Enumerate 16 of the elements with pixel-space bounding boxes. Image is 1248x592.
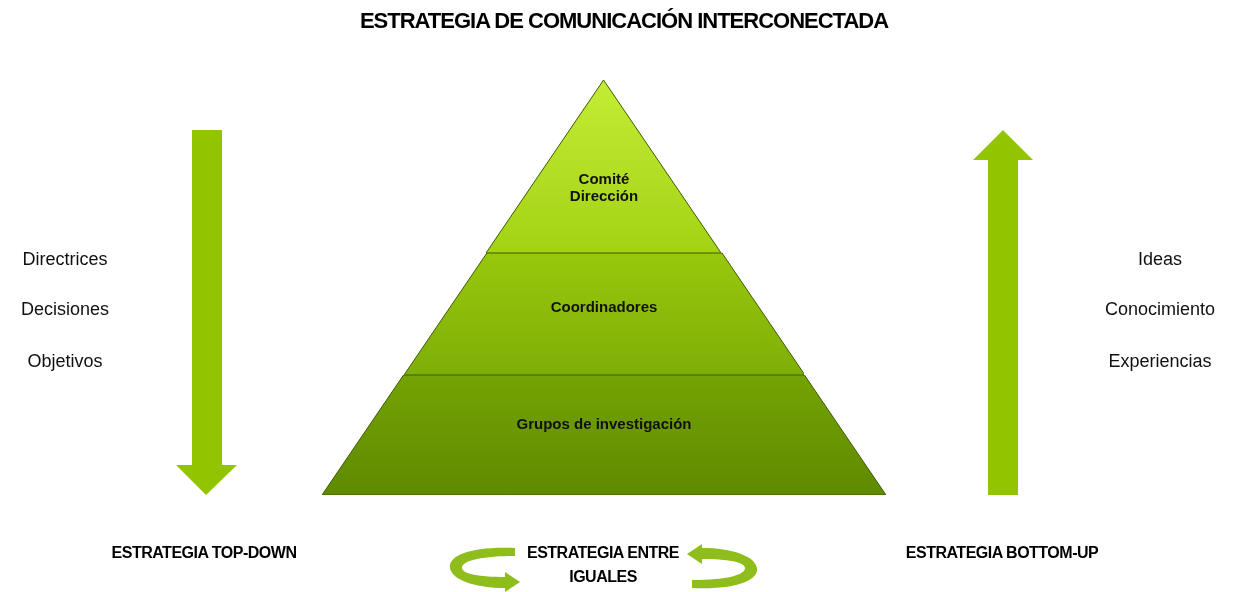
strategy-label: ESTRATEGIA BOTTOM-UP bbox=[904, 543, 1100, 563]
side-label: Decisiones bbox=[19, 299, 110, 320]
strategy-label: ESTRATEGIA ENTRE IGUALES bbox=[526, 543, 680, 587]
side-label: Ideas bbox=[1136, 249, 1183, 270]
side-label: Conocimiento bbox=[1103, 299, 1217, 320]
side-label: Directrices bbox=[21, 249, 109, 270]
pyramid-level bbox=[486, 80, 722, 253]
level-label: Comité Dirección bbox=[568, 170, 640, 205]
side-label: Experiencias bbox=[1107, 351, 1213, 372]
level-label: Coordinadores bbox=[549, 297, 659, 315]
strategy-label: ESTRATEGIA TOP-DOWN bbox=[110, 543, 298, 563]
side-label: Objetivos bbox=[26, 351, 104, 372]
pyramid-level bbox=[403, 253, 805, 375]
pyramid-level bbox=[322, 375, 886, 495]
title: ESTRATEGIA DE COMUNICACIÓN INTERCONECTADA bbox=[358, 8, 890, 34]
level-label: Grupos de investigación bbox=[515, 415, 693, 433]
